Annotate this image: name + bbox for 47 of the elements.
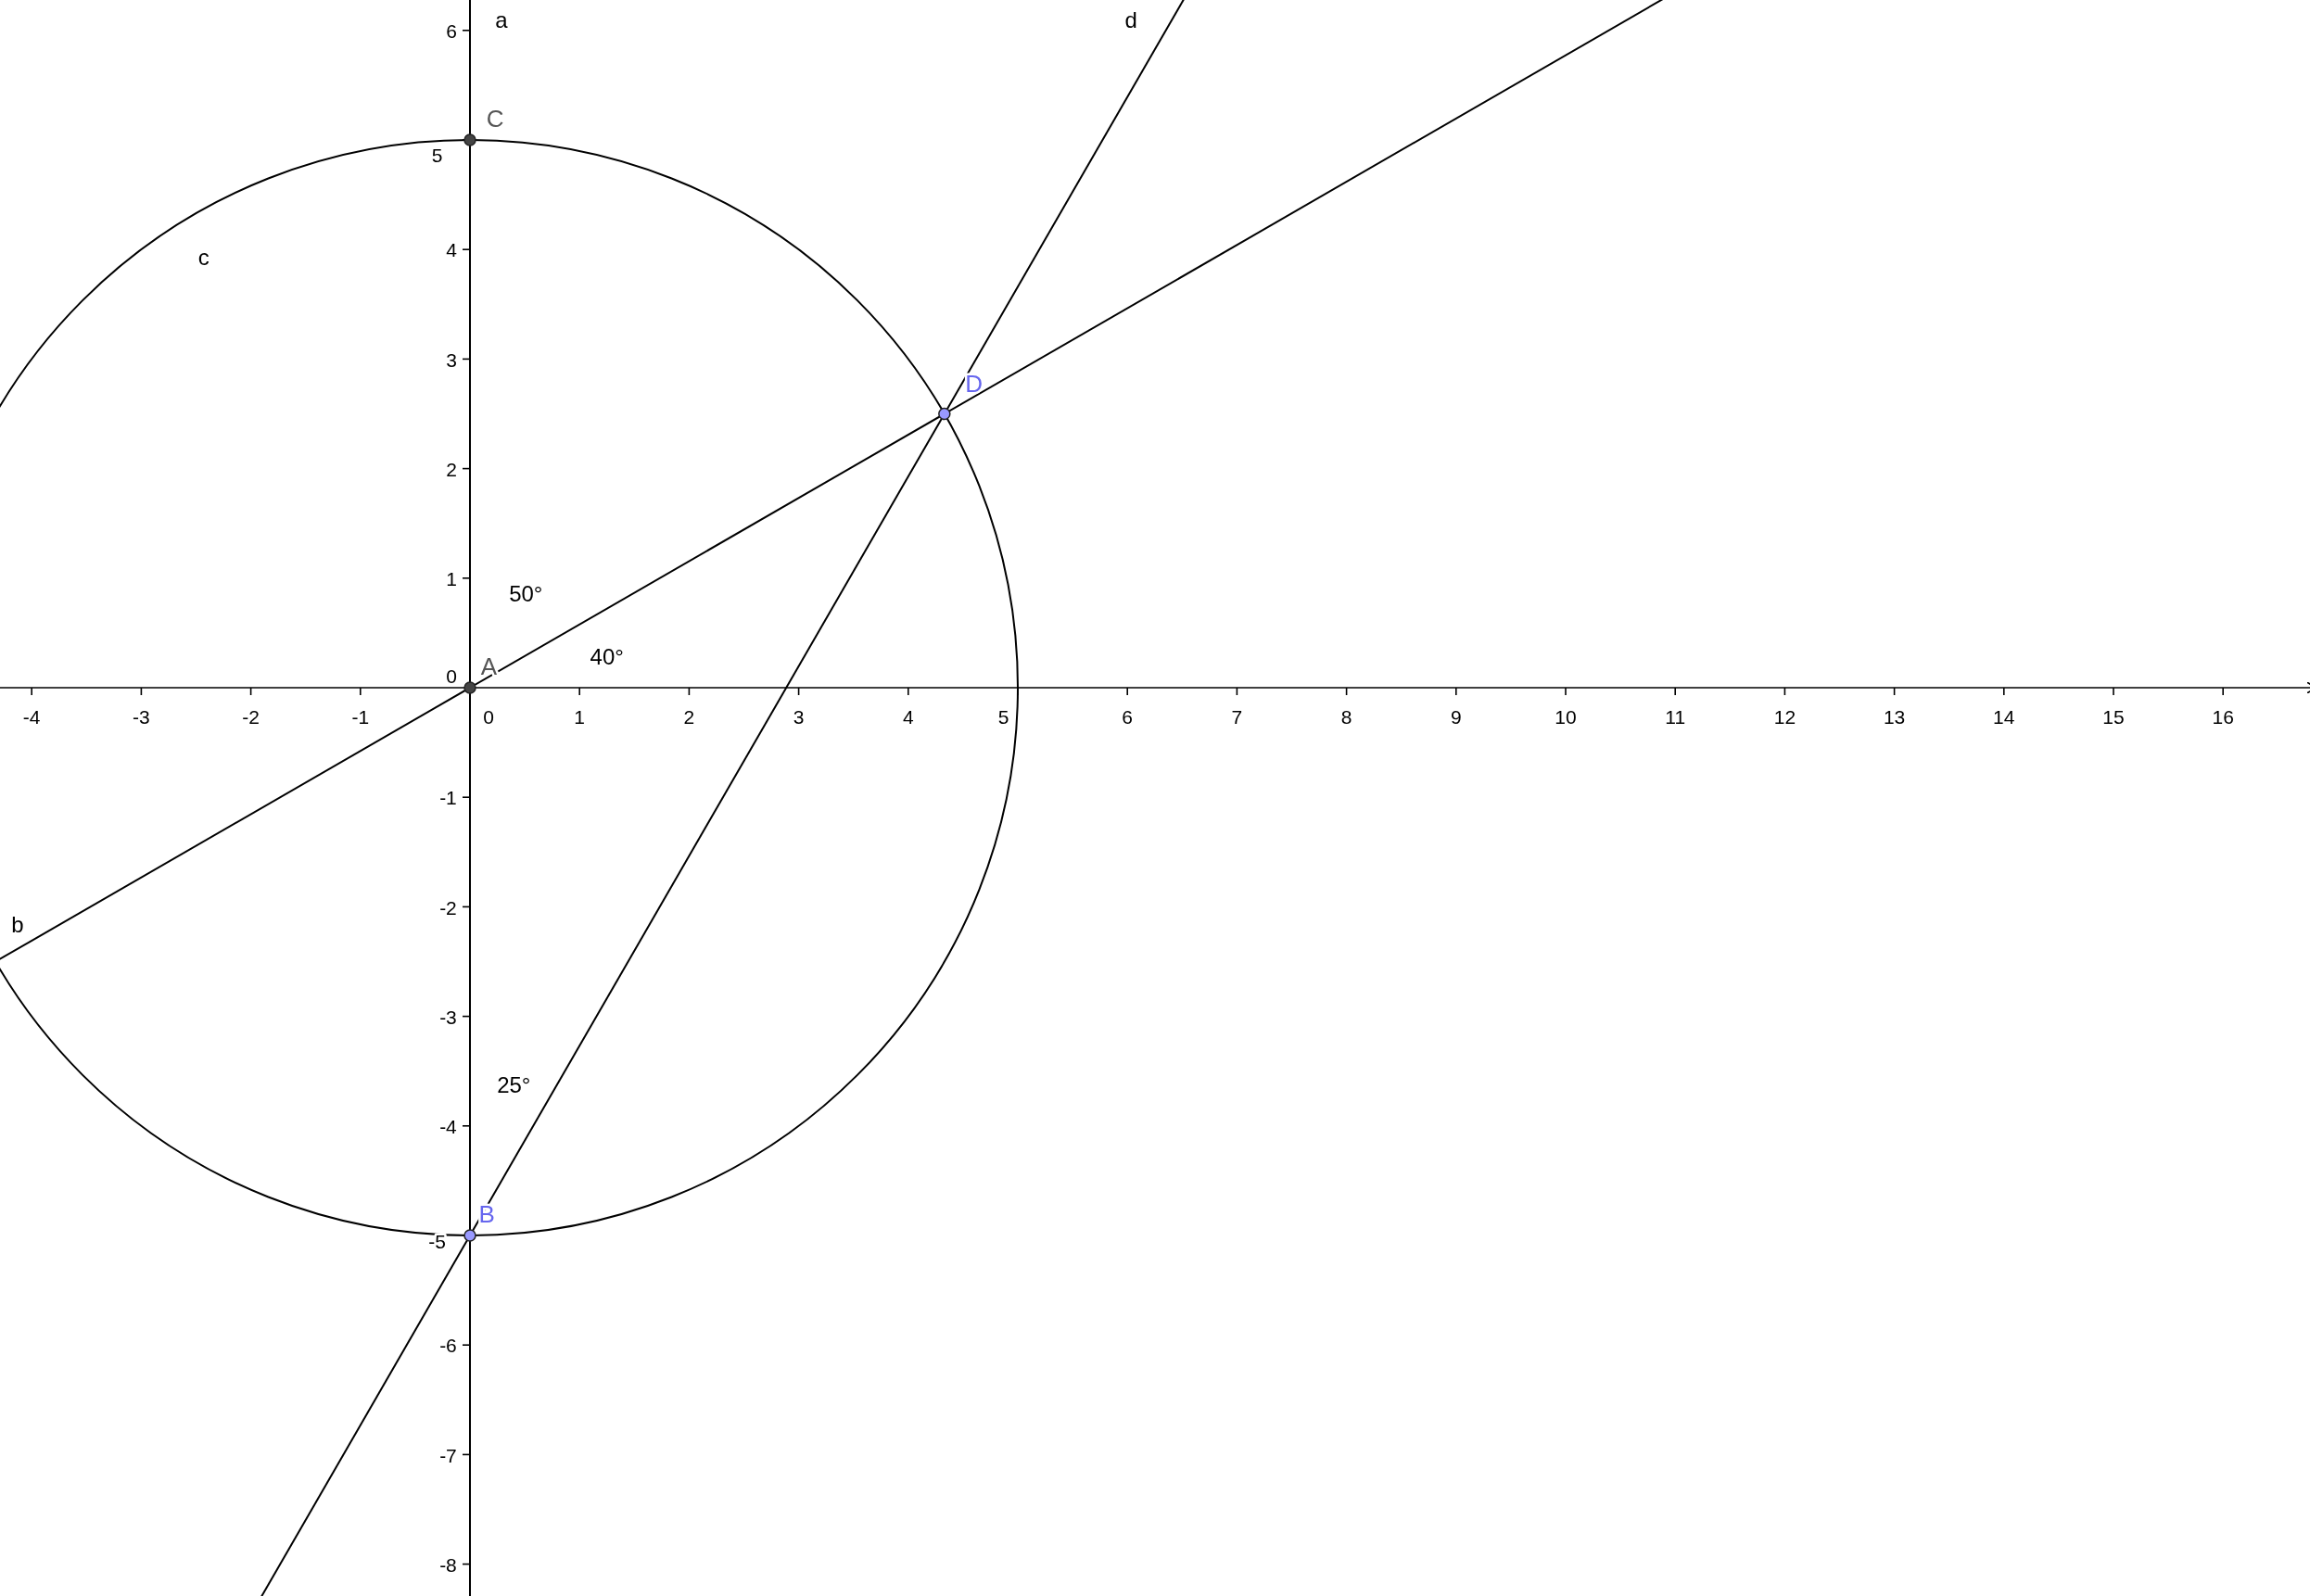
- tick-label: 5: [431, 144, 443, 166]
- point-label: A: [480, 652, 498, 680]
- tick-label: 6: [446, 20, 457, 43]
- tick-label: -1: [351, 706, 370, 728]
- tick-label: -4: [439, 1116, 457, 1138]
- tick-label: 1: [574, 706, 586, 728]
- line-label: b: [11, 911, 24, 937]
- tick-label: -3: [439, 1006, 457, 1028]
- line-label: d: [1124, 7, 1137, 33]
- tick-label: 13: [1883, 706, 1906, 728]
- tick-label: 10: [1555, 706, 1577, 728]
- point-label: D: [965, 369, 984, 398]
- tick-label: -8: [439, 1553, 457, 1576]
- tick-label: -1: [439, 787, 457, 809]
- tick-label: 0: [483, 706, 494, 728]
- tick-label: 3: [793, 706, 805, 728]
- line-label: c: [197, 244, 209, 270]
- tick-label: 5: [997, 706, 1009, 728]
- tick-label: -6: [439, 1335, 457, 1357]
- tick-label: -7: [439, 1444, 457, 1466]
- tick-label: -3: [133, 706, 150, 728]
- tick-label: 12: [1773, 706, 1796, 728]
- tick-label: -2: [242, 706, 260, 728]
- tick-label: 4: [446, 239, 457, 261]
- tick-label: 0: [446, 665, 457, 688]
- tick-label: 16: [2212, 706, 2234, 728]
- tick-label: 7: [1231, 706, 1243, 728]
- tick-label: -5: [428, 1231, 446, 1253]
- tick-label: 2: [446, 458, 457, 480]
- tick-label: 3: [446, 348, 457, 371]
- tick-label: 4: [902, 706, 914, 728]
- point-label: B: [478, 1199, 495, 1228]
- point-label: C: [486, 104, 504, 133]
- tick-label: 2: [683, 706, 695, 728]
- tick-label: 11: [1665, 706, 1686, 728]
- line-label: a: [495, 7, 508, 33]
- tick-label: 15: [2102, 706, 2125, 728]
- tick-label: 1: [446, 568, 457, 590]
- tick-label: -2: [439, 896, 457, 918]
- tick-label: -4: [22, 706, 41, 728]
- angle-label: 40°: [590, 644, 624, 670]
- tick-label: 9: [1450, 706, 1462, 728]
- tick-label: 6: [1122, 706, 1134, 728]
- tick-label: 14: [1993, 706, 2015, 728]
- angle-label: 25°: [497, 1072, 531, 1098]
- tick-label: 8: [1340, 706, 1352, 728]
- angle-label: 50°: [509, 580, 543, 606]
